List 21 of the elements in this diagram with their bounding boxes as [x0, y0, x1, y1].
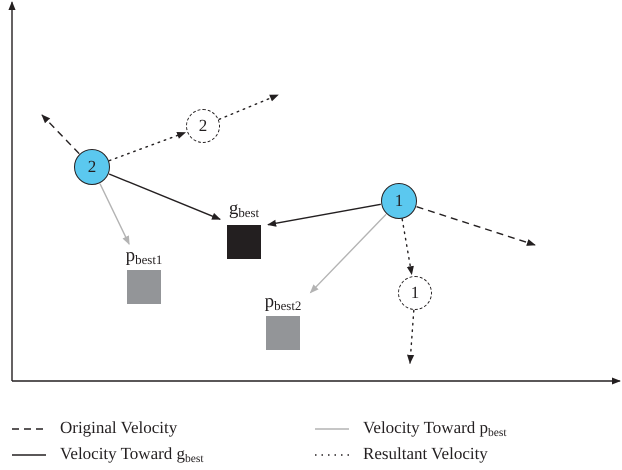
ghost-particle-circle: 2 — [186, 109, 220, 143]
marker-label: p$_{best2}$ — [264, 292, 302, 312]
marker-label: p$_{best1}$ — [124, 246, 164, 266]
velocity-arrow — [407, 310, 414, 364]
legend-label: Velocity Toward p$_{best}$ — [363, 418, 507, 438]
velocity-arrow — [99, 183, 130, 245]
velocity-arrow — [41, 114, 80, 154]
velocity-arrow — [218, 94, 279, 120]
velocity-arrow — [402, 218, 414, 276]
particle-circle: 1 — [381, 183, 417, 219]
velocity-arrow — [108, 173, 221, 220]
velocity-arrow — [267, 204, 381, 227]
velocity-arrow — [108, 132, 186, 162]
marker-label: g$_{best}$ — [228, 199, 260, 219]
particle-circle: 2 — [74, 149, 110, 185]
legend-label: Velocity Toward g$_{best}$ — [60, 444, 204, 464]
velocity-arrow — [310, 214, 387, 294]
ghost-particle-circle: 1 — [398, 276, 432, 310]
legend-label: Resultant Velocity — [363, 444, 488, 464]
legend-label: Original Velocity — [60, 418, 178, 438]
velocity-arrow — [416, 206, 536, 246]
